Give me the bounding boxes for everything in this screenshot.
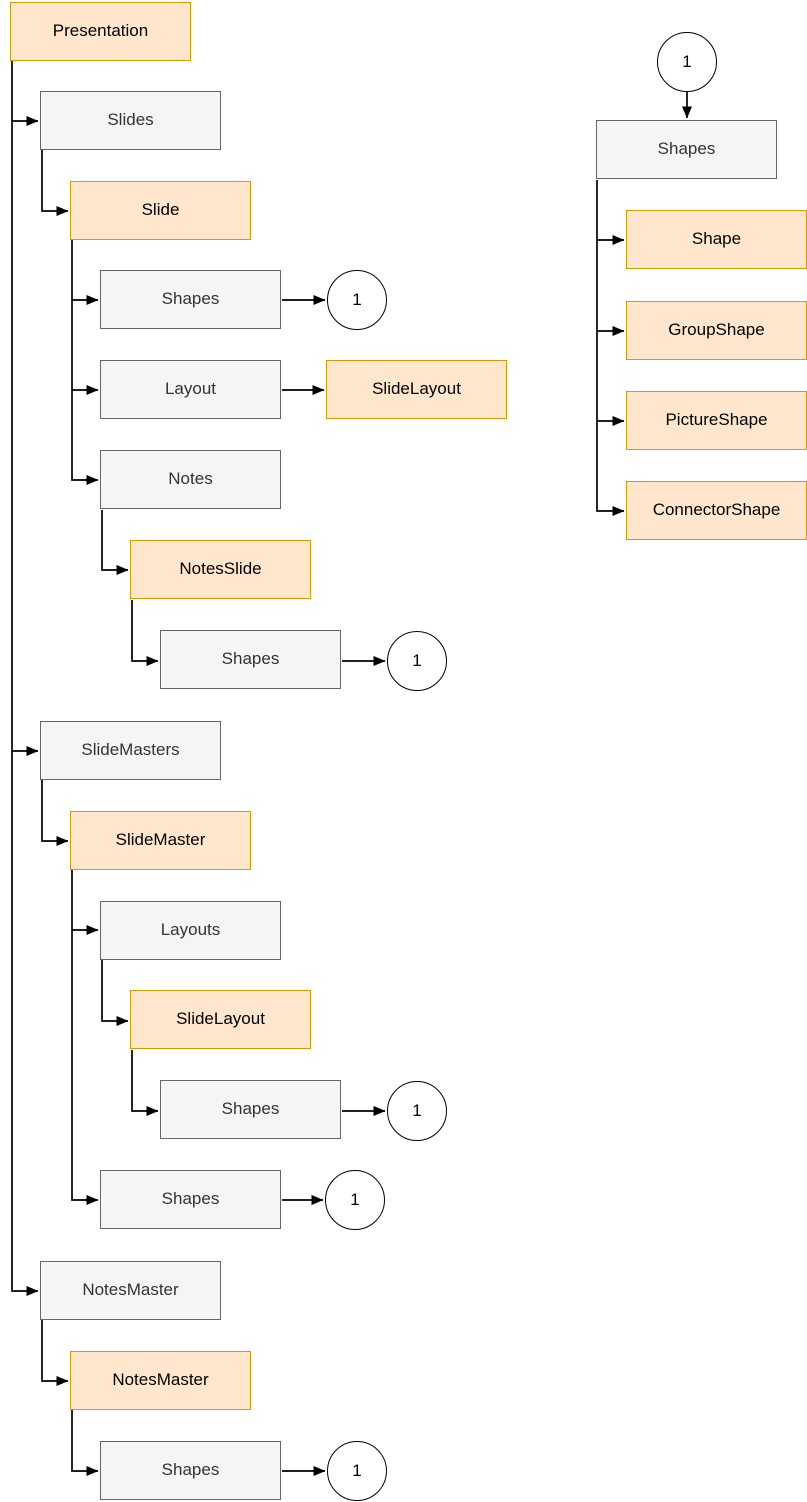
node-label: NotesSlide bbox=[179, 559, 262, 579]
connector bbox=[41, 150, 69, 216]
node-connectorshape: ConnectorShape bbox=[626, 481, 807, 540]
node-slidemaster: SlideMaster bbox=[70, 811, 251, 870]
node-slide-notes-ref: Notes bbox=[100, 450, 281, 509]
node-label: Slide bbox=[141, 200, 180, 220]
node-slide-shapes-collection: Shapes bbox=[100, 270, 281, 329]
node-label: SlideLayout bbox=[372, 379, 461, 399]
connector bbox=[71, 1410, 99, 1476]
badge-shapes-detail-source: 1 bbox=[657, 32, 717, 92]
node-notesmaster-shapes-collection: Shapes bbox=[100, 1441, 281, 1500]
connector bbox=[596, 180, 625, 516]
node-label: Shapes bbox=[161, 289, 220, 309]
connector bbox=[41, 780, 69, 846]
node-label: Shape bbox=[691, 229, 742, 249]
node-slide-layout-ref: Layout bbox=[100, 360, 281, 419]
node-label: Shapes bbox=[657, 139, 716, 159]
node-slidelayout-shapes-collection: Shapes bbox=[160, 1080, 341, 1139]
connector bbox=[131, 600, 159, 666]
badge-label: 1 bbox=[682, 52, 692, 71]
connector bbox=[101, 510, 129, 575]
node-slidemasters-collection: SlideMasters bbox=[40, 721, 221, 780]
node-notesmaster: NotesMaster bbox=[70, 1351, 251, 1410]
node-slides-collection: Slides bbox=[40, 91, 221, 150]
node-label: NotesMaster bbox=[112, 1370, 209, 1390]
badge-shapes-notesmaster: 1 bbox=[327, 1441, 387, 1501]
badge-shapes-slide: 1 bbox=[327, 270, 387, 330]
badge-label: 1 bbox=[352, 290, 362, 309]
node-label: Shapes bbox=[221, 1099, 280, 1119]
node-pictureshape: PictureShape bbox=[626, 391, 807, 450]
node-label: SlideLayout bbox=[176, 1009, 265, 1029]
node-label: ConnectorShape bbox=[652, 500, 781, 520]
node-label: Presentation bbox=[52, 21, 149, 41]
node-slidelayout-of-layouts: SlideLayout bbox=[130, 990, 311, 1049]
connector bbox=[71, 240, 99, 485]
node-presentation: Presentation bbox=[10, 2, 191, 61]
badge-shapes-slidemaster: 1 bbox=[325, 1170, 385, 1230]
connector bbox=[71, 870, 99, 1205]
node-label: Slides bbox=[107, 110, 154, 130]
badge-label: 1 bbox=[352, 1461, 362, 1480]
connector bbox=[101, 960, 129, 1026]
node-label: PictureShape bbox=[665, 410, 768, 430]
node-layouts-collection: Layouts bbox=[100, 901, 281, 960]
connector bbox=[131, 1050, 159, 1116]
node-notesmaster-ref: NotesMaster bbox=[40, 1261, 221, 1320]
node-notesslide-shapes-collection: Shapes bbox=[160, 630, 341, 689]
node-label: Layouts bbox=[160, 920, 221, 940]
node-label: Shapes bbox=[161, 1189, 220, 1209]
node-label: Shapes bbox=[161, 1460, 220, 1480]
node-groupshape: GroupShape bbox=[626, 301, 807, 360]
badge-label: 1 bbox=[412, 651, 422, 670]
node-shape: Shape bbox=[626, 210, 807, 269]
node-notesslide: NotesSlide bbox=[130, 540, 311, 599]
badge-shapes-slidelayout: 1 bbox=[387, 1081, 447, 1141]
node-label: SlideMasters bbox=[81, 740, 180, 760]
node-slide: Slide bbox=[70, 181, 251, 240]
badge-shapes-notesslide: 1 bbox=[387, 631, 447, 691]
node-label: Notes bbox=[168, 469, 213, 489]
badge-label: 1 bbox=[412, 1101, 422, 1120]
node-shapes-collection-detail: Shapes bbox=[596, 120, 777, 179]
node-slidemaster-shapes-collection: Shapes bbox=[100, 1170, 281, 1229]
badge-label: 1 bbox=[350, 1190, 360, 1209]
node-label: NotesMaster bbox=[82, 1280, 179, 1300]
node-label: SlideMaster bbox=[115, 830, 206, 850]
connector bbox=[41, 1320, 69, 1386]
node-slidelayout-of-slide: SlideLayout bbox=[326, 360, 507, 419]
node-label: GroupShape bbox=[668, 320, 765, 340]
node-label: Layout bbox=[164, 379, 217, 399]
connector bbox=[11, 61, 39, 1296]
node-label: Shapes bbox=[221, 649, 280, 669]
